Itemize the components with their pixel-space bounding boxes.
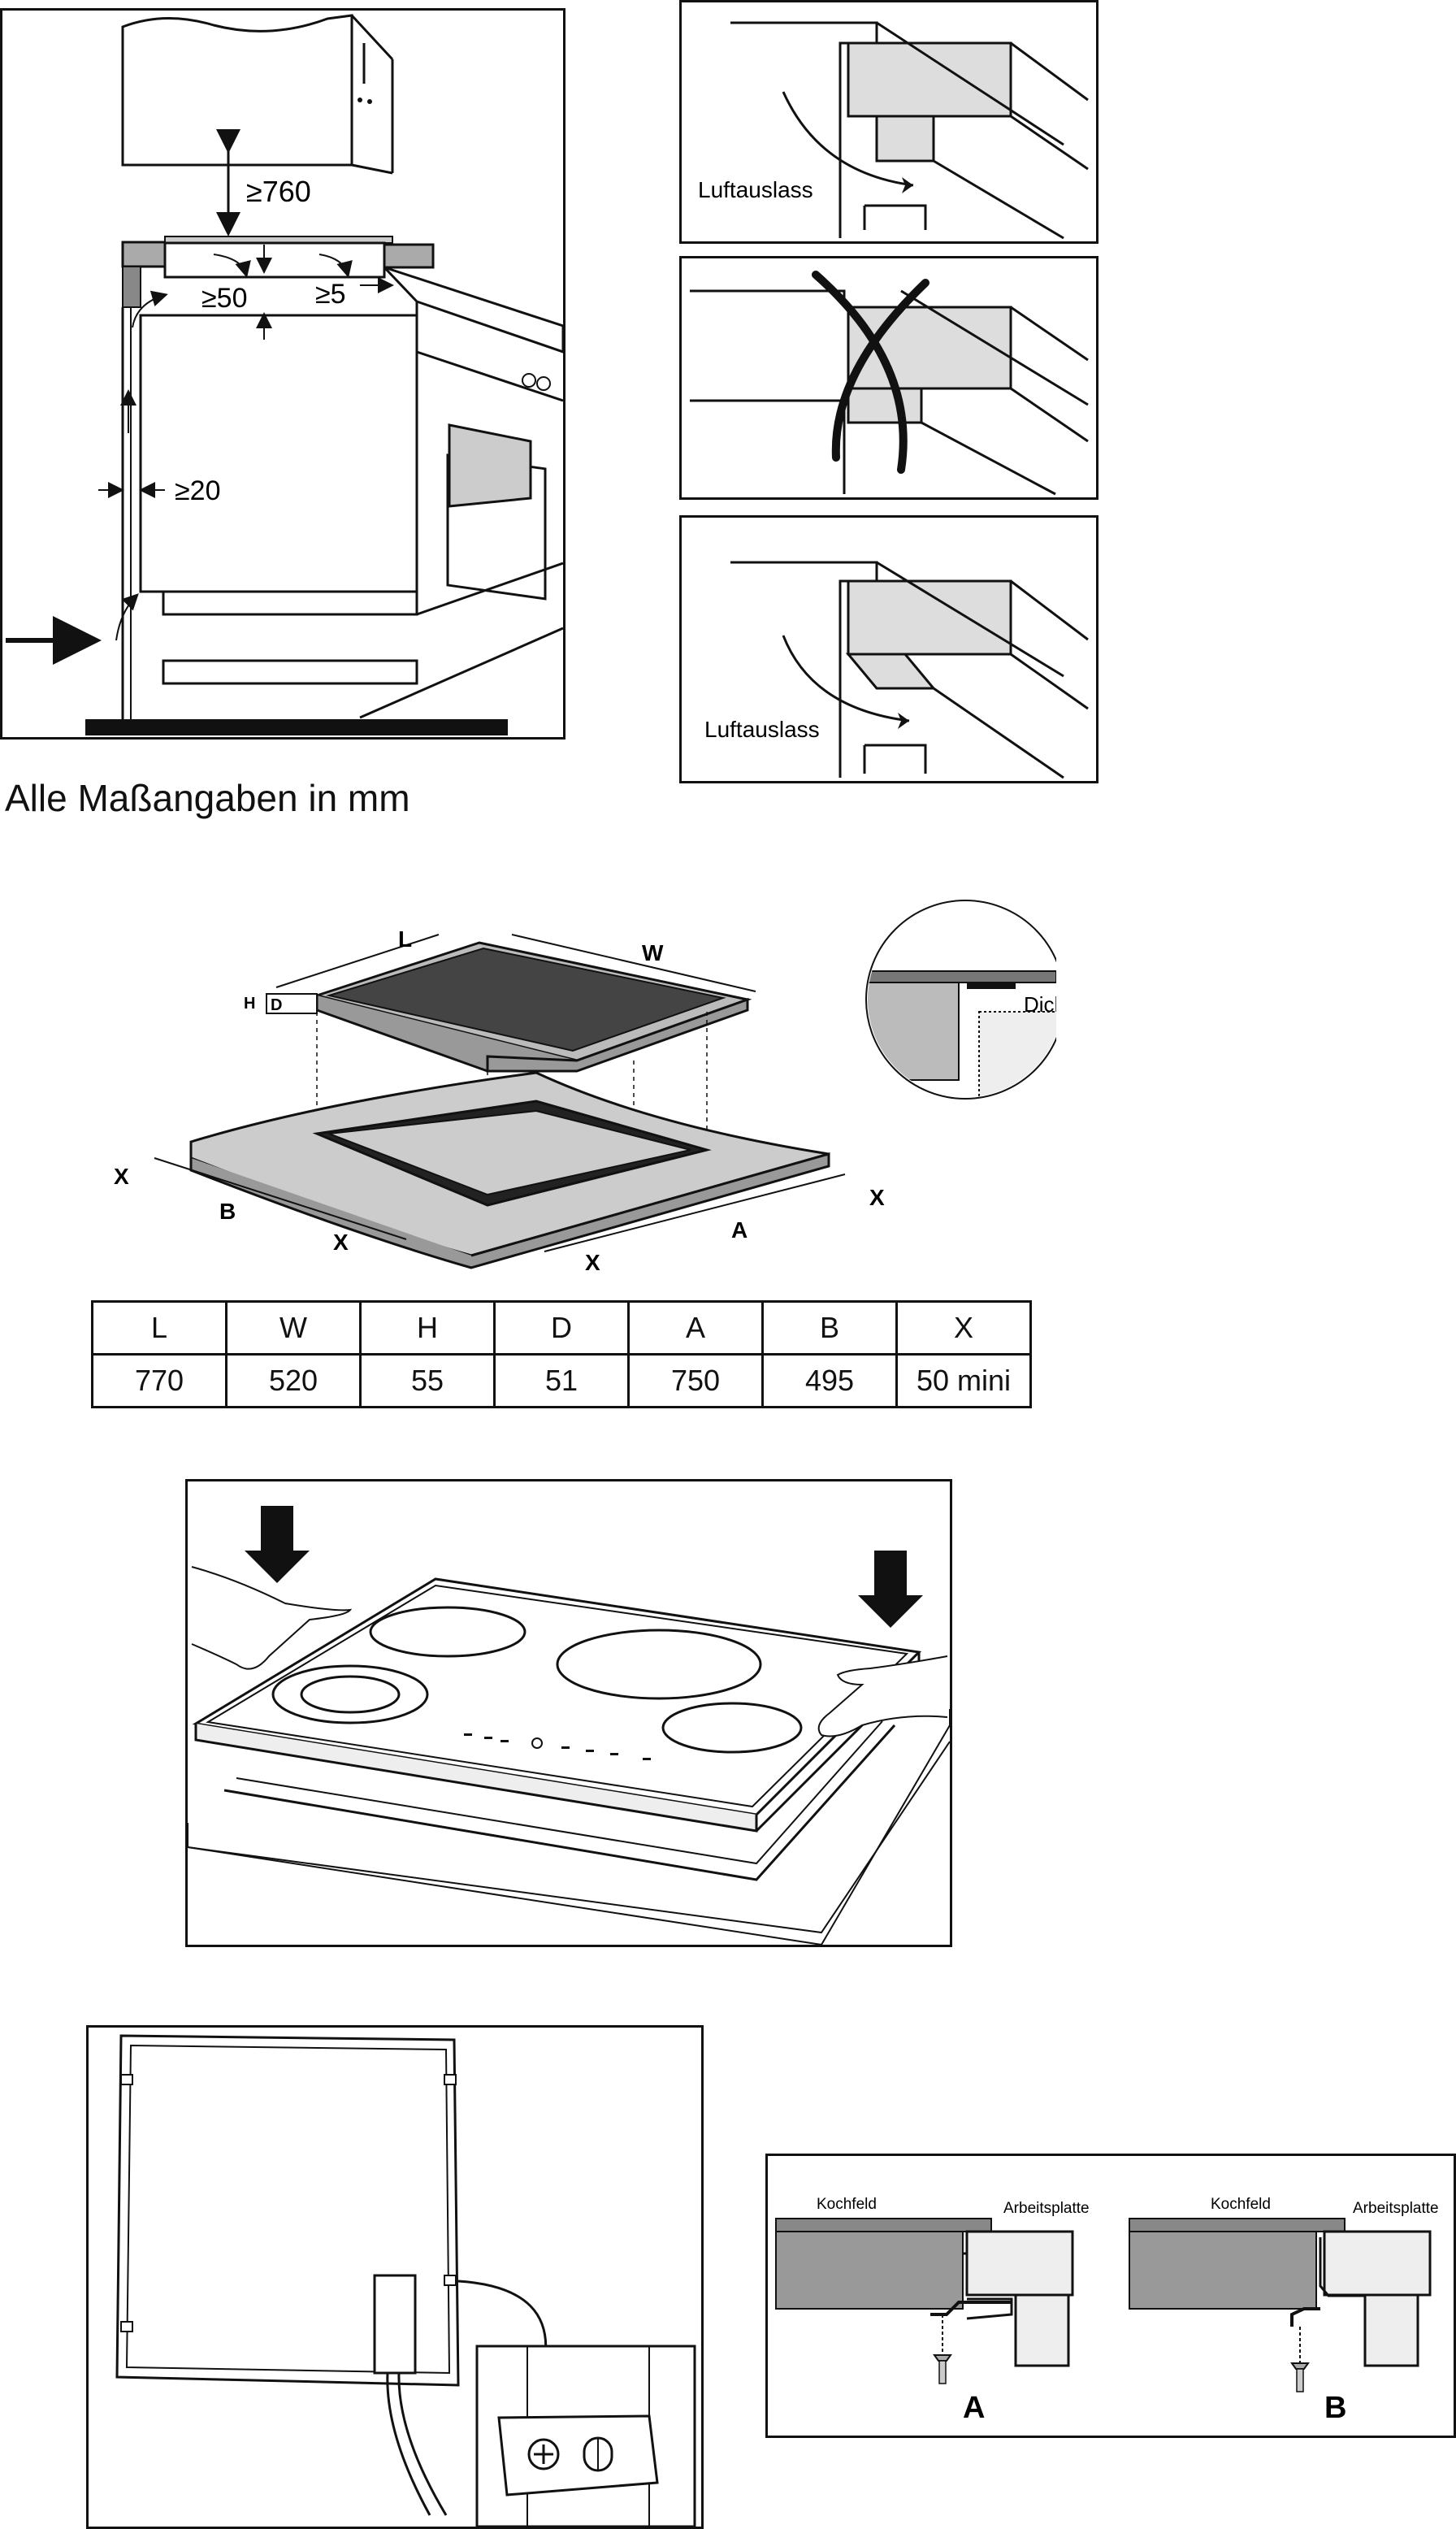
units-caption: Alle Maßangaben in mm: [5, 777, 410, 819]
cutout-diagram: L W H D A B X X X X: [81, 898, 1056, 1288]
dimensions-table: L W H D A B X 770 520 55 51 750 495 50 m…: [91, 1300, 1032, 1408]
hand-left: [191, 1566, 353, 1670]
clip-bracket: [497, 2414, 659, 2496]
clearance-gap-back-label: ≥50: [202, 283, 247, 314]
press-down-arrow-right: [858, 1551, 923, 1628]
vent-diagram-top: Luftauslass: [679, 0, 1098, 244]
screw-icon-a: [933, 2354, 952, 2362]
press-down-arrow-left: [245, 1506, 310, 1583]
value-X: 50 mini: [895, 1353, 1032, 1408]
vent-diagram-bottom: Luftauslass: [679, 515, 1098, 783]
header-L: L: [91, 1300, 228, 1356]
dim-X-label-left: X: [114, 1164, 129, 1189]
clamp-variant-b: Kochfeld Arbeitsplatte B: [1129, 2196, 1439, 2425]
floor: [85, 719, 508, 735]
base-cabinet: [139, 314, 418, 593]
vent-top-label: Luftauslass: [698, 177, 813, 202]
table-row-values: 770 520 55 51 750 495 50 mini: [91, 1353, 1032, 1408]
connection-box: [373, 2274, 417, 2375]
header-B: B: [761, 1300, 898, 1356]
dim-L-label: L: [398, 926, 412, 952]
clearance-diagram: ≥760 ≥50 ≥5 ≥20: [0, 8, 566, 740]
clamp-variants: Kochfeld Arbeitsplatte A Kochfeld Arbeit…: [765, 2154, 1456, 2438]
value-B: 495: [761, 1353, 898, 1408]
variant-b-label: B: [1324, 2391, 1346, 2425]
header-D: D: [493, 1300, 630, 1356]
header-X: X: [895, 1300, 1032, 1356]
header-W: W: [225, 1300, 362, 1356]
clearance-above-label: ≥760: [246, 175, 311, 208]
vent-bottom-label: Luftauslass: [704, 717, 820, 742]
dim-B-label: B: [219, 1199, 236, 1224]
vent-diagram-blocked: [679, 256, 1098, 500]
value-A: 750: [627, 1353, 764, 1408]
clamp-variant-a: Kochfeld Arbeitsplatte A: [775, 2196, 1090, 2425]
table-row-headers: L W H D A B X: [91, 1300, 1032, 1356]
dim-H-label: H: [244, 995, 255, 1013]
fixing-clips: [120, 2074, 457, 2332]
hob-label-b: Kochfeld: [1211, 2196, 1271, 2213]
hob-label-a: Kochfeld: [817, 2196, 877, 2213]
hand-right: [817, 1655, 948, 1737]
hob-placement-illustration: [185, 1479, 952, 1947]
cooking-zone-3: [556, 1629, 762, 1700]
dim-D-label: D: [271, 996, 282, 1014]
power-cable: [386, 2372, 431, 2516]
clearance-drawing: ≥760 ≥50 ≥5 ≥20: [6, 14, 563, 735]
clearance-gap-front-label: ≥20: [175, 475, 220, 506]
hob-body: [163, 241, 386, 279]
blocked-cross-icon: [812, 271, 908, 474]
value-H: 55: [359, 1353, 496, 1408]
touch-controls: [464, 1733, 651, 1760]
worktop-label-b: Arbeitsplatte: [1353, 2200, 1439, 2217]
screw-icon-b: [1290, 2362, 1310, 2370]
value-W: 520: [225, 1353, 362, 1408]
dim-A-label: A: [731, 1217, 748, 1243]
value-L: 770: [91, 1353, 228, 1408]
seal-strip: [967, 983, 1016, 989]
hob-underside: [125, 2044, 451, 2375]
dim-X-label-far: X: [869, 1185, 885, 1210]
header-A: A: [627, 1300, 764, 1356]
cooking-zone-1: [369, 1606, 526, 1658]
worktop-label-a: Arbeitsplatte: [1003, 2200, 1090, 2217]
dim-X-label-right: X: [585, 1250, 600, 1275]
clip-illustration: [86, 2025, 704, 2529]
seal-label: Dichtung: [1024, 992, 1056, 1017]
value-D: 51: [493, 1353, 630, 1408]
wall-cabinet: [121, 14, 353, 167]
cooking-zone-4: [661, 1702, 803, 1754]
header-H: H: [359, 1300, 496, 1356]
cooking-zone-2: [271, 1664, 429, 1724]
dim-X-label-front: X: [333, 1230, 349, 1255]
dim-W-label: W: [642, 940, 664, 965]
clearance-gap-side-label: ≥5: [315, 279, 346, 310]
variant-a-label: A: [963, 2391, 985, 2425]
